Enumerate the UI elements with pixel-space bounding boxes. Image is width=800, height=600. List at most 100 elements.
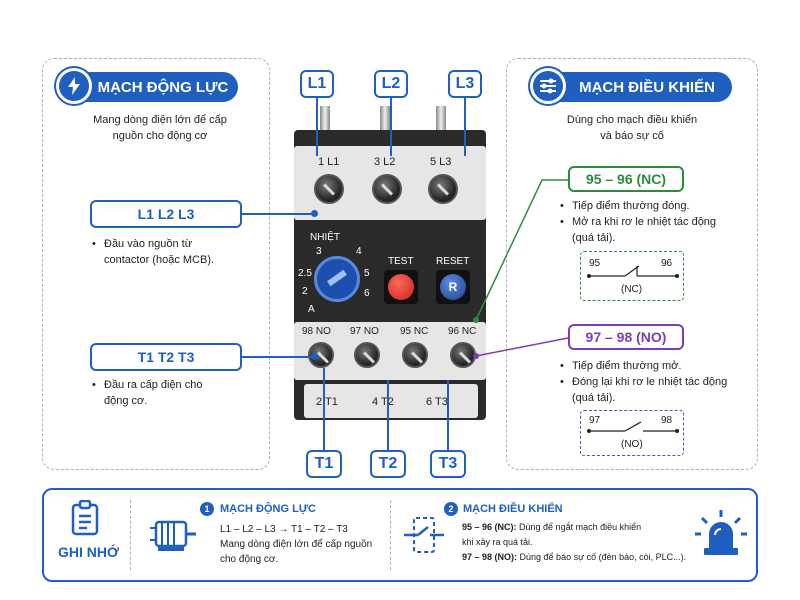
reset-label: RESET xyxy=(436,256,470,267)
power-circuit-title-text: MẠCH ĐỘNG LỰC xyxy=(97,78,229,96)
term-label-6t3: 6 T3 xyxy=(426,396,448,408)
dial-num-2-5: 2.5 xyxy=(298,268,312,279)
dial-num-3: 3 xyxy=(316,246,322,257)
pin-l2 xyxy=(380,106,390,146)
leader-l2 xyxy=(390,98,392,156)
bottom-label-t1: T1 xyxy=(306,450,342,478)
output-desc-l2: động cơ. xyxy=(104,395,148,407)
reset-button[interactable]: R xyxy=(436,270,470,304)
top-label-l2: L2 xyxy=(374,70,408,98)
section-1-line-2: Mang dòng điện lớn để cấp nguồn xyxy=(220,539,373,550)
control-circuit-subtitle: Dùng cho mạch điều khiển và báo sự cố xyxy=(530,112,734,144)
alarm-light-icon xyxy=(695,510,747,555)
clipboard-icon xyxy=(71,500,99,536)
output-terminals-label: T1 T2 T3 xyxy=(90,343,242,371)
no-tag: (NO) xyxy=(621,439,643,450)
term-label-1l1: 1 L1 xyxy=(318,156,340,168)
memo-divider-1 xyxy=(130,500,131,570)
section-2-line-3-bold: 97 – 98 (NO): xyxy=(462,552,518,562)
screw-95 xyxy=(402,342,428,368)
nc-contact-label: 95 – 96 (NC) xyxy=(568,166,684,192)
control-circuit-panel xyxy=(506,58,758,470)
nc-schematic-box: 95 96 (NC) xyxy=(580,251,684,301)
aux-95nc: 95 NC xyxy=(400,326,429,337)
output-desc-l1: Đầu ra cấp điện cho xyxy=(104,379,203,391)
output-terminals-desc: Đầu ra cấp điện cho động cơ. xyxy=(92,377,262,409)
lightning-icon xyxy=(56,68,92,104)
leader-input-dot xyxy=(311,210,318,217)
top-label-l1: L1 xyxy=(300,70,334,98)
top-label-l3: L3 xyxy=(448,70,482,98)
bottom-label-t3: T3 xyxy=(430,450,466,478)
leader-output-dot xyxy=(311,353,318,360)
nc-contact-symbol xyxy=(587,265,679,278)
no-bullet-2: Đóng lại khi rơ le nhiệt tác động (quá t… xyxy=(560,374,750,406)
section-2-title: MẠCH ĐIỀU KHIỂN xyxy=(463,503,563,515)
section-2-line-1-text: Dùng để ngắt mạch điều khiển xyxy=(516,522,642,532)
term-label-4t2: 4 T2 xyxy=(372,396,394,408)
nc-bullet-2-l1: Mở ra khi rơ le nhiệt tác động xyxy=(572,216,717,228)
relay-bottom-block xyxy=(304,384,478,418)
thermal-relay: 1 L1 3 L2 5 L3 NHIỆT 3 4 5 6 2.5 2 A TES… xyxy=(288,100,492,430)
screw-l2 xyxy=(372,174,402,204)
term-label-3l2: 3 L2 xyxy=(374,156,396,168)
section-2-body: 95 – 96 (NC): Dùng để ngắt mạch điều khi… xyxy=(462,520,692,565)
leader-t1 xyxy=(323,368,325,450)
leader-nc xyxy=(473,179,568,323)
dial-num-5: 5 xyxy=(364,268,370,279)
section-1-line-3: cho động cơ. xyxy=(220,554,279,565)
dial-num-6: 6 xyxy=(364,288,370,299)
power-subtitle-l1: Mang dòng điện lớn để cấp xyxy=(93,114,227,126)
no-schematic-box: 97 98 (NO) xyxy=(580,410,684,456)
bottom-label-t2: T2 xyxy=(370,450,406,478)
no-contact-symbol xyxy=(587,421,679,433)
aux-97no: 97 NO xyxy=(350,326,379,337)
temperature-dial[interactable] xyxy=(314,256,360,302)
term-label-5l3: 5 L3 xyxy=(430,156,452,168)
memo-title: GHI NHỚ xyxy=(58,544,119,560)
dial-num-4: 4 xyxy=(356,246,362,257)
section-1-title: MẠCH ĐỘNG LỰC xyxy=(220,503,316,515)
control-circuit-title: MẠCH ĐIỀU KHIỂN xyxy=(530,68,732,104)
nc-bullet-2-l2: (quá tải). xyxy=(572,232,616,244)
aux-98no: 98 NO xyxy=(302,326,331,337)
input-terminals-desc: Đầu vào nguồn từ contactor (hoặc MCB). xyxy=(92,236,262,268)
sliders-icon xyxy=(530,68,566,104)
dial-num-2: 2 xyxy=(302,286,308,297)
no-bullet-2-l1: Đóng lại khi rơ le nhiệt tác động xyxy=(572,376,728,388)
reset-letter: R xyxy=(440,274,466,300)
nc-tag: (NC) xyxy=(621,284,643,295)
control-circuit-title-text: MẠCH ĐIỀU KHIỂN xyxy=(579,78,715,96)
motor-icon xyxy=(150,520,196,551)
memo-panel xyxy=(42,488,758,582)
power-circuit-subtitle: Mang dòng điện lớn để cấp nguồn cho động… xyxy=(60,112,260,144)
power-circuit-panel xyxy=(42,58,270,470)
leader-l3 xyxy=(464,98,466,156)
leader-no xyxy=(473,337,569,359)
input-terminals-label: L1 L2 L3 xyxy=(90,200,242,228)
section-2-line-1-bold: 95 – 96 (NC): xyxy=(462,522,517,532)
input-desc-l2: contactor (hoặc MCB). xyxy=(104,254,215,266)
section-1-number: 1 xyxy=(200,502,214,516)
aux-96nc: 96 NC xyxy=(448,326,477,337)
screw-97 xyxy=(354,342,380,368)
nc-left-num: 95 xyxy=(589,258,601,269)
nc-bullet-2: Mở ra khi rơ le nhiệt tác động (quá tải)… xyxy=(560,214,750,246)
test-label: TEST xyxy=(388,256,414,267)
section-1-body: L1 – L2 – L3 → T1 – T2 – T3 Mang dòng đi… xyxy=(220,522,390,567)
screw-l3 xyxy=(428,174,458,204)
term-label-2t1: 2 T1 xyxy=(316,396,338,408)
no-contact-label: 97 – 98 (NO) xyxy=(568,324,684,350)
contact-symbol-icon xyxy=(404,517,444,553)
test-button[interactable] xyxy=(384,270,418,304)
nc-right-num: 96 xyxy=(661,258,673,269)
section-2-line-3-text: Dùng để báo sự cố (đèn báo, còi, PLC...)… xyxy=(517,552,687,562)
no-right-num: 98 xyxy=(661,415,673,426)
no-bullet-2-l2: (quá tải). xyxy=(572,392,616,404)
leader-t2 xyxy=(387,380,389,450)
screw-l1 xyxy=(314,174,344,204)
leader-t3 xyxy=(447,380,449,450)
input-desc-l1: Đầu vào nguồn từ xyxy=(104,238,193,250)
section-2-line-2: khi xảy ra quá tải. xyxy=(462,537,533,547)
control-subtitle-l1: Dùng cho mạch điều khiển xyxy=(566,114,698,126)
